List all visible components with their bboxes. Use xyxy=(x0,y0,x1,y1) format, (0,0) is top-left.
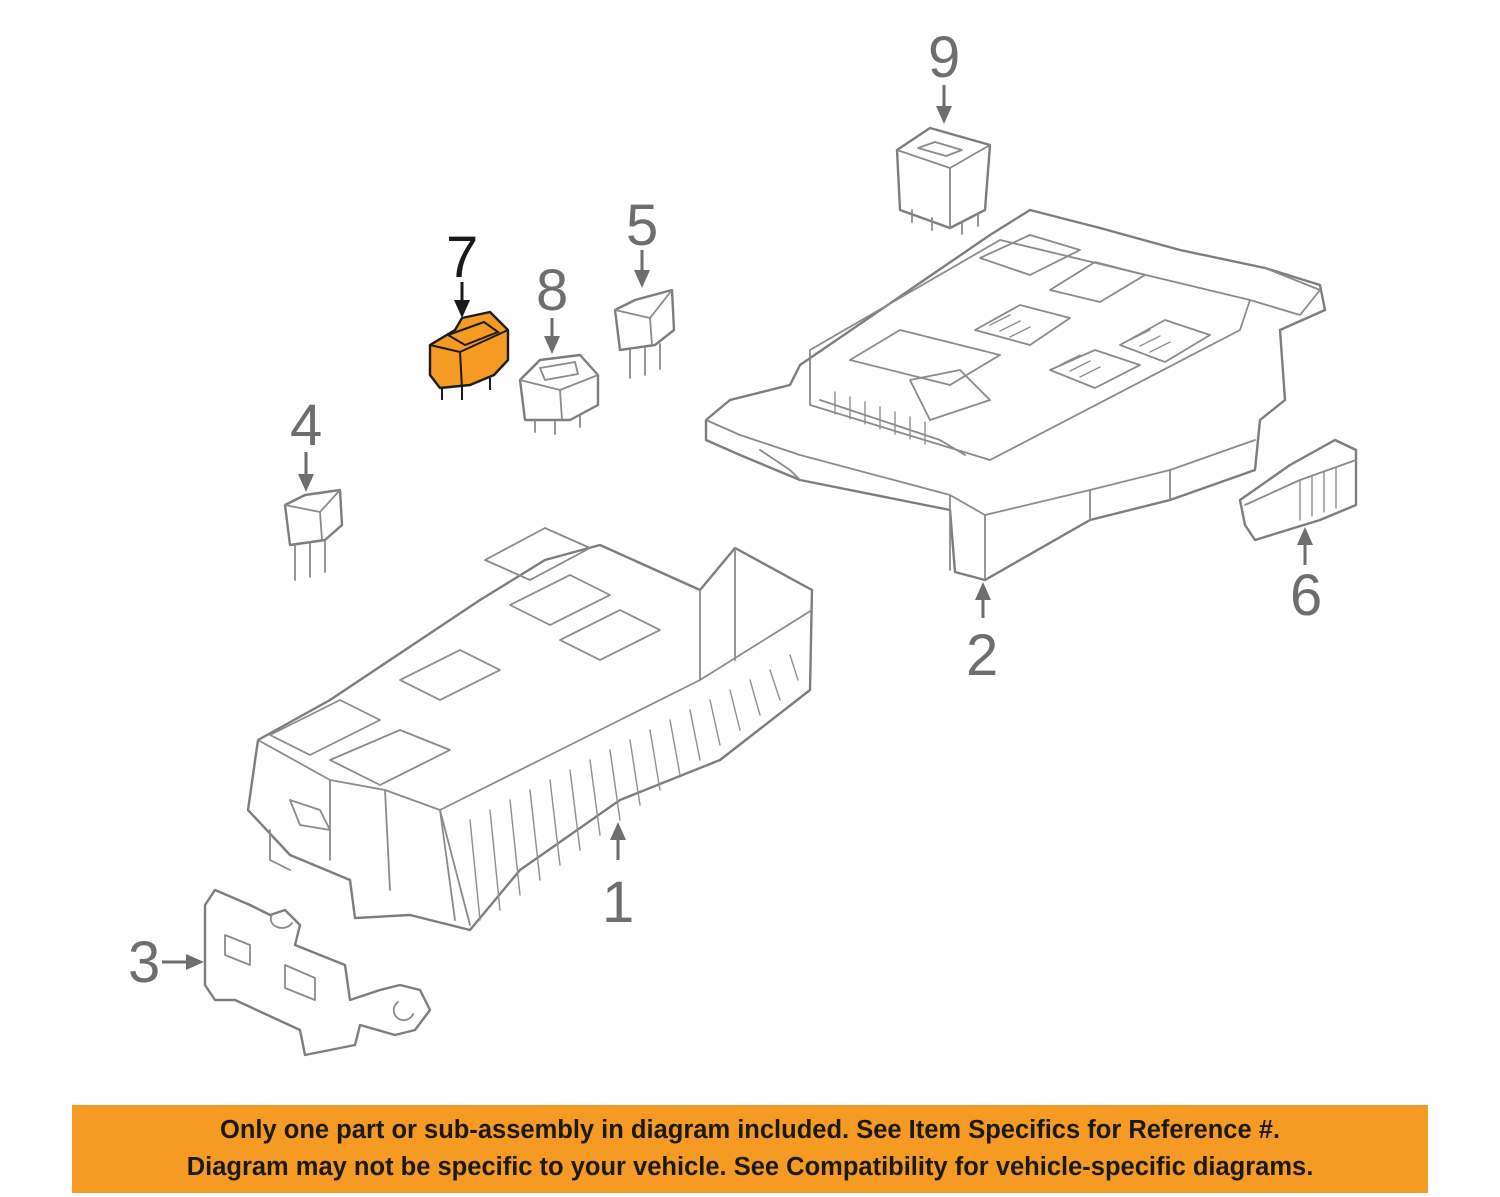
part-8-relay[interactable] xyxy=(518,353,600,435)
part-4-fuse[interactable] xyxy=(283,488,344,581)
part-6-clip[interactable] xyxy=(1238,438,1358,542)
callout-9: 9 xyxy=(928,25,960,90)
disclaimer-line-2: Diagram may not be specific to your vehi… xyxy=(186,1153,1314,1181)
part-3-bracket[interactable] xyxy=(203,888,432,1057)
callout-labels: 1 2 3 4 5 6 7 8 9 xyxy=(128,25,1322,995)
callout-5: 5 xyxy=(626,193,658,258)
callout-3: 3 xyxy=(128,930,160,995)
callout-arrows xyxy=(162,85,1313,970)
part-9-relay[interactable] xyxy=(895,126,992,235)
part-2-fuse-box[interactable] xyxy=(704,208,1327,582)
callout-2: 2 xyxy=(966,623,998,688)
disclaimer-banner: Only one part or sub-assembly in diagram… xyxy=(72,1105,1428,1193)
part-7-relay-highlighted[interactable] xyxy=(428,310,510,400)
callout-4: 4 xyxy=(290,393,322,458)
callout-1: 1 xyxy=(602,870,634,935)
part-5-fuse[interactable] xyxy=(613,288,676,379)
parts-diagram: 1 2 3 4 5 6 7 8 9 xyxy=(128,25,1358,1057)
callout-8: 8 xyxy=(536,258,568,323)
callout-6: 6 xyxy=(1290,563,1322,628)
disclaimer-line-1: Only one part or sub-assembly in diagram… xyxy=(220,1116,1280,1144)
part-1-fuse-box-lower[interactable] xyxy=(246,527,814,932)
callout-7: 7 xyxy=(446,225,478,290)
